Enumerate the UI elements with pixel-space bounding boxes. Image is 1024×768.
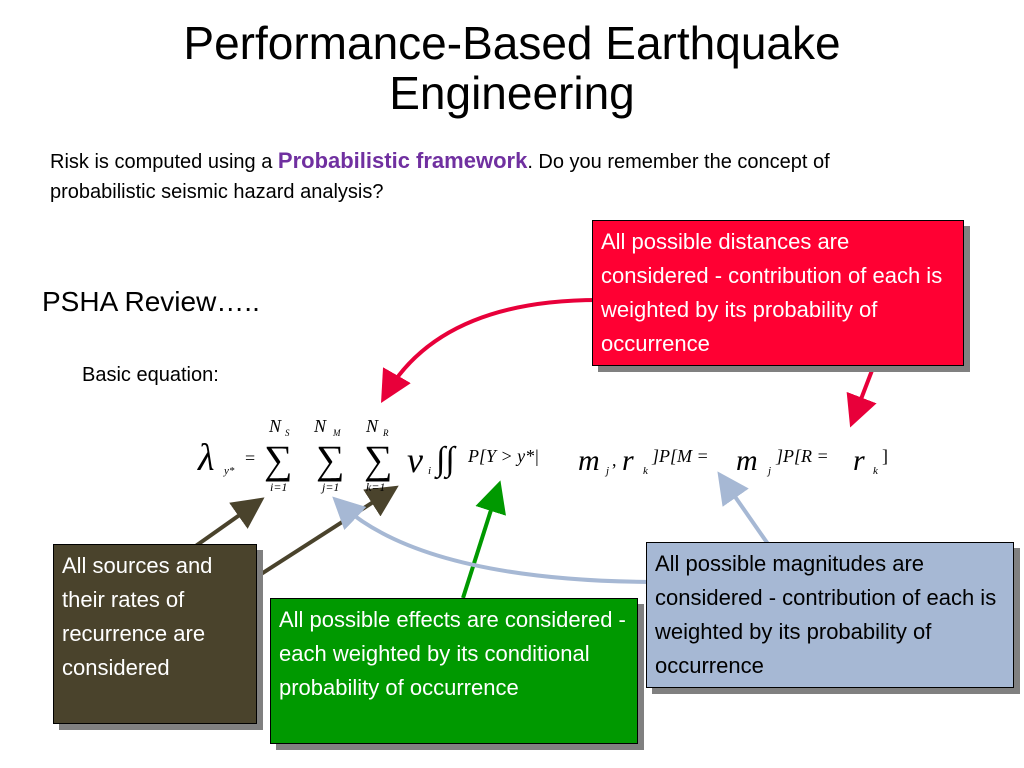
eq-m2: m: [736, 444, 758, 477]
eq-m1-sub: j: [604, 465, 609, 477]
magnitudes-callout: All possible magnitudes are considered -…: [646, 542, 1014, 688]
magnitudes-arrow-to-m: [717, 471, 770, 546]
distances-arrow-to-sum: [381, 298, 599, 403]
eq-comma: ,: [612, 450, 617, 470]
eq-nu-sub: i: [428, 465, 431, 477]
eq-sum2-upper: N: [313, 416, 327, 436]
eq-integrals: ∫∫: [434, 441, 457, 480]
eq-term2: ]P[M =: [651, 446, 709, 466]
eq-r2-sub: k: [873, 465, 879, 477]
eq-sigma-2: ∑: [316, 437, 345, 482]
eq-sum3-upper: N: [365, 416, 379, 436]
eq-close: ]: [882, 446, 888, 466]
effects-arrow: [461, 480, 506, 599]
eq-lambda: λ: [197, 437, 214, 479]
eq-sum1-upper-sub: S: [285, 428, 290, 438]
eq-r1: r: [622, 444, 634, 477]
eq-r1-sub: k: [643, 465, 649, 477]
eq-equals: =: [245, 448, 255, 468]
eq-sum3-lower: k=1: [366, 480, 385, 494]
intro-text-after: . Do you remember the concept of probabi…: [50, 151, 830, 203]
eq-term3: ]P[R =: [775, 446, 829, 466]
intro-paragraph: Risk is computed using a Probabilistic f…: [50, 146, 930, 207]
basic-equation-label: Basic equation:: [82, 364, 219, 386]
eq-sigma-3: ∑: [364, 437, 393, 482]
eq-nu: ν: [407, 440, 423, 480]
magnitudes-arrow-to-sum: [332, 496, 651, 584]
eq-sum2-upper-sub: M: [332, 428, 341, 438]
eq-sum3-upper-sub: R: [382, 428, 389, 438]
eq-m2-sub: j: [766, 465, 771, 477]
intro-highlight: Probabilistic framework: [277, 148, 528, 173]
slide-title: Performance-Based Earthquake Engineering: [0, 18, 1024, 118]
distances-callout: All possible distances are considered - …: [592, 220, 964, 366]
psha-equation: λ y* = ∑ N S i=1 ∑ N M j=1 ∑ N R k=1 ν i…: [197, 416, 888, 494]
eq-term1: P[Y > y*|: [467, 446, 539, 466]
intro-text-before: Risk is computed using a: [50, 151, 278, 173]
sources-arrow-to-nu: [253, 485, 399, 580]
title-line-1: Performance-Based Earthquake: [183, 17, 841, 69]
sources-callout: All sources and their rates of recurrenc…: [53, 544, 257, 724]
sources-arrow-to-sum: [188, 497, 265, 552]
eq-sum2-lower: j=1: [320, 480, 339, 494]
eq-sigma-1: ∑: [264, 437, 293, 482]
eq-sum1-lower: i=1: [270, 480, 287, 494]
effects-callout: All possible effects are considered - ea…: [270, 598, 638, 744]
eq-r2: r: [853, 444, 865, 477]
eq-m1: m: [578, 444, 600, 477]
eq-sum1-upper: N: [268, 416, 282, 436]
eq-lambda-sub: y*: [223, 465, 235, 477]
title-line-2: Engineering: [389, 67, 635, 119]
psha-review-heading: PSHA Review…..: [42, 286, 260, 317]
